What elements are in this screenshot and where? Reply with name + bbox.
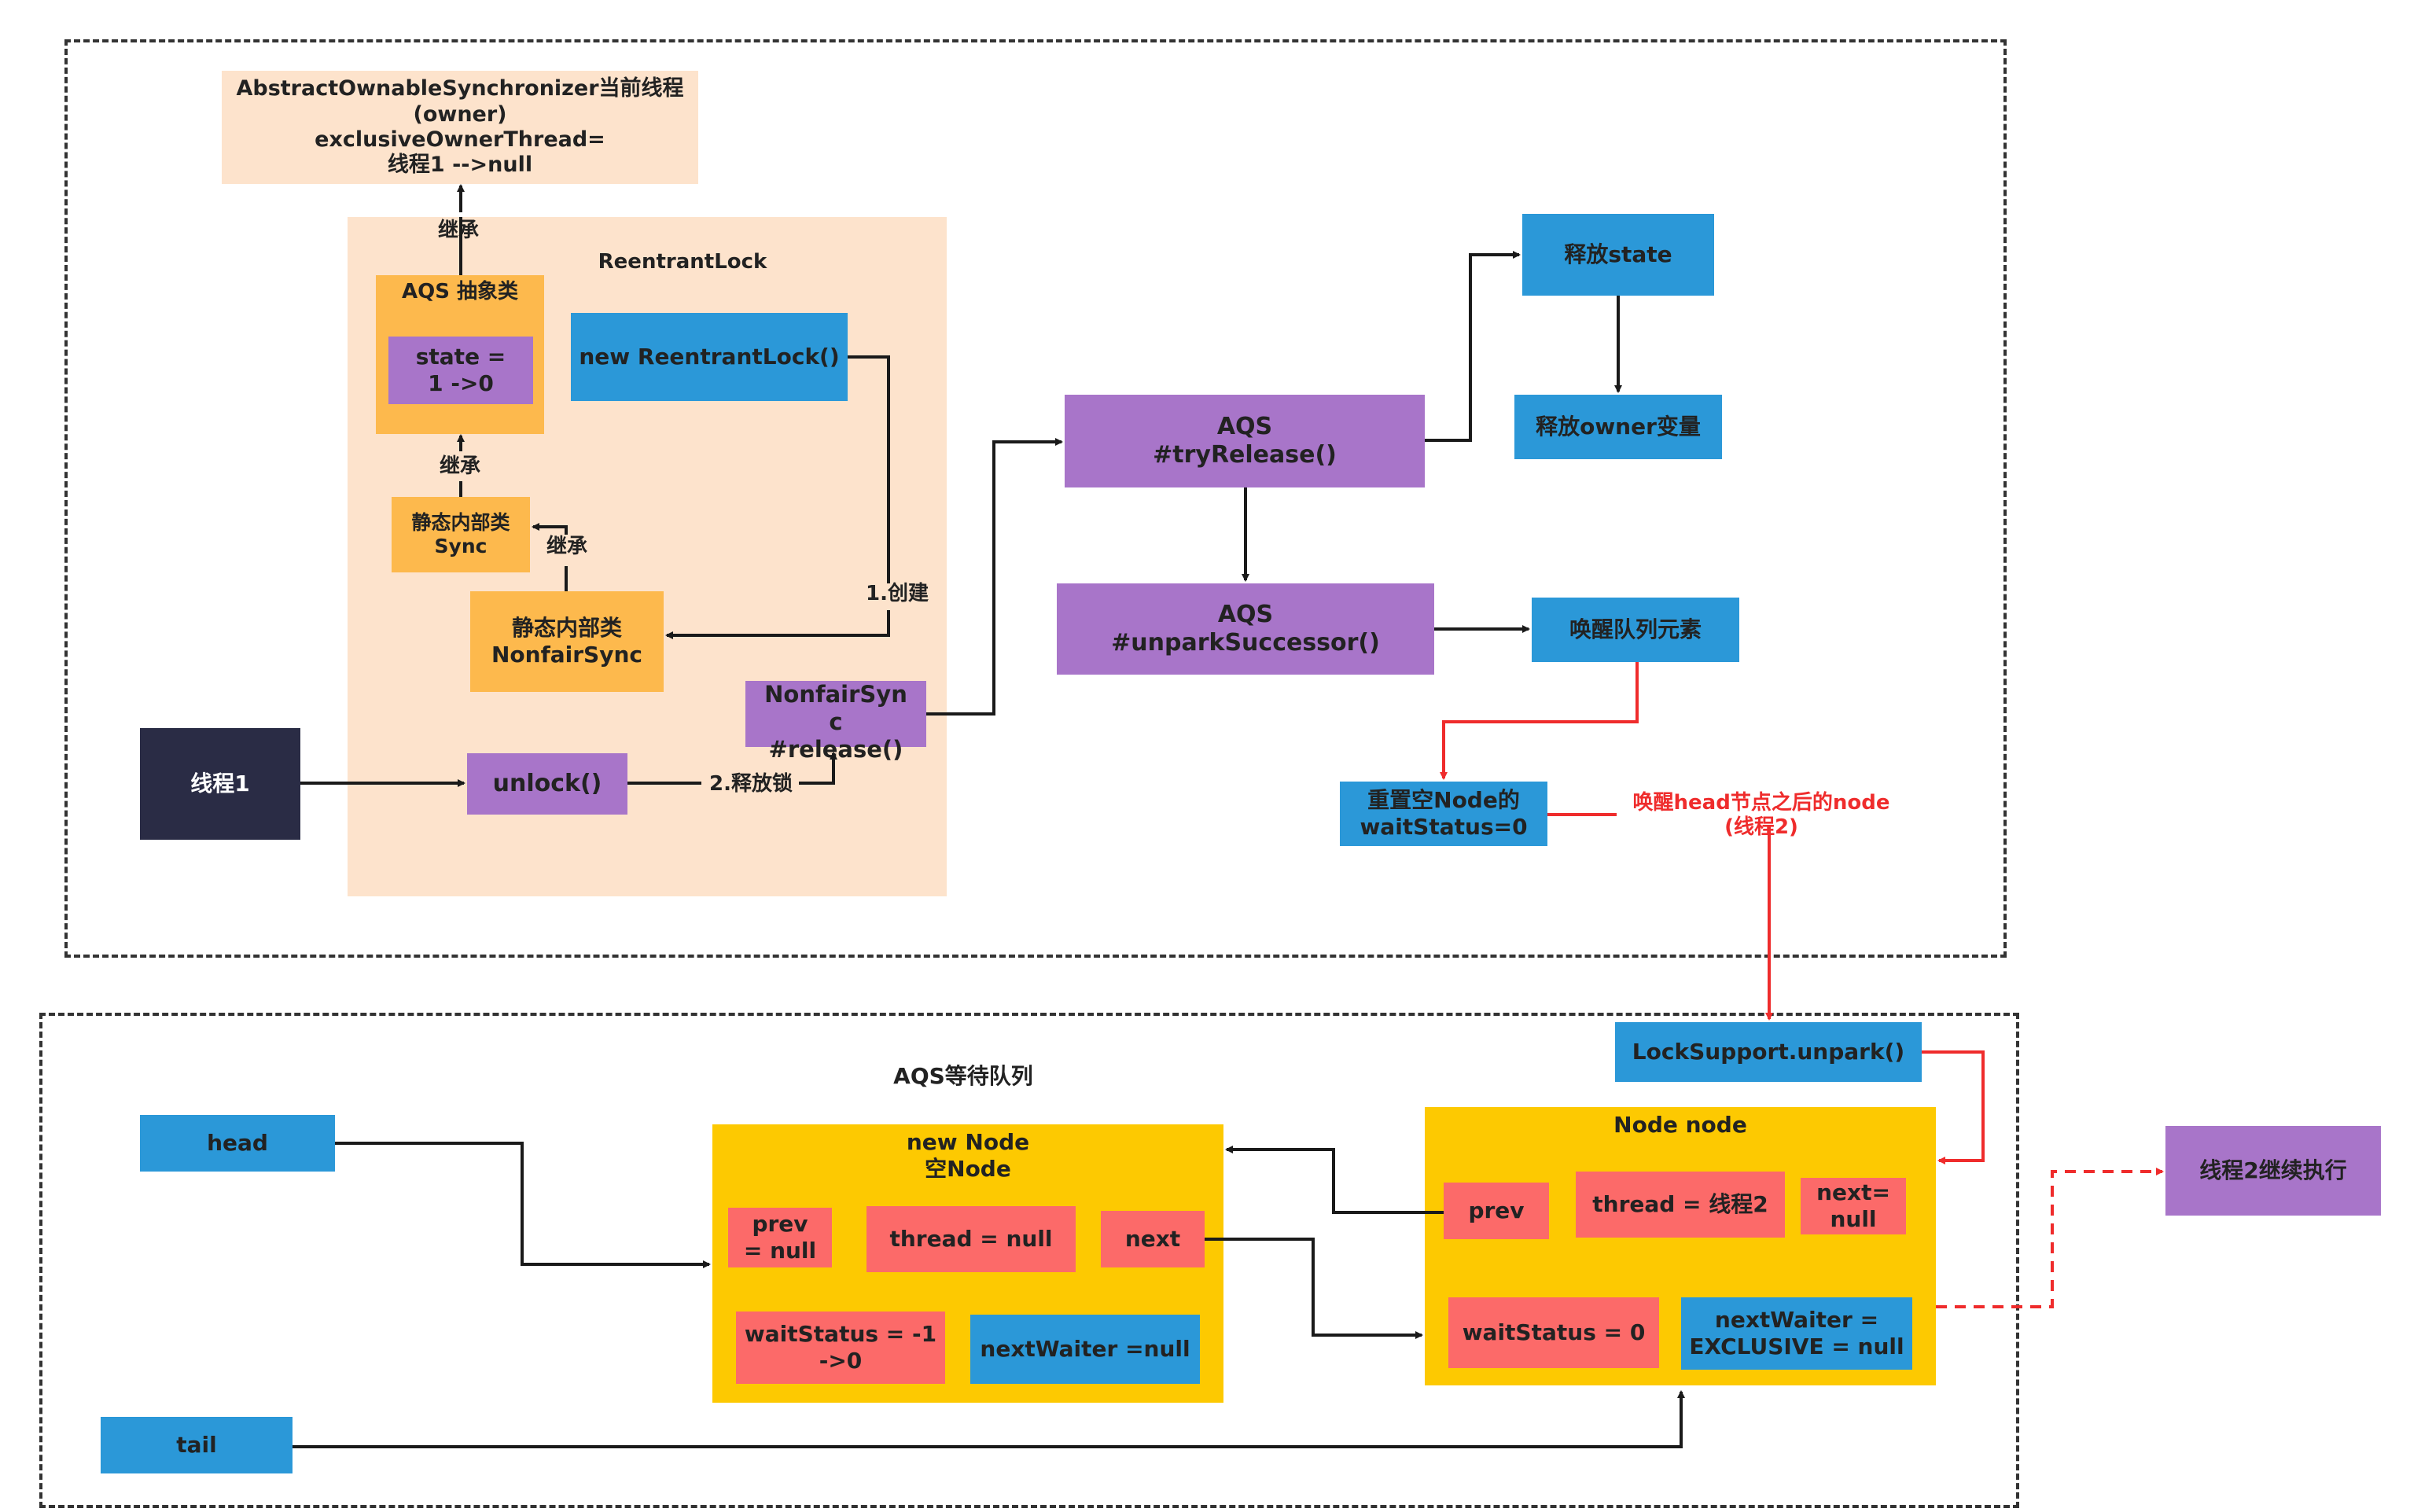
arrow-node-to-thread2 — [1936, 1168, 2164, 1308]
wake-queue: 唤醒队列元素 — [1532, 598, 1739, 662]
reset-wait-status: 重置空Node的 waitStatus=0 — [1340, 782, 1547, 846]
thread1-box: 线程1 — [140, 728, 300, 840]
wake-after-head-label: 唤醒head节点之后的node (线程2) — [1632, 791, 1890, 840]
owner-box: AbstractOwnableSynchronizer当前线程 (owner) … — [222, 71, 698, 184]
arrow-nonfair-to-sync — [533, 527, 568, 591]
arrow-release-try-release — [926, 438, 1063, 716]
release-lock-label: 2.释放锁 — [709, 772, 793, 796]
sync-class: 静态内部类 Sync — [392, 497, 530, 572]
reentrant-lock-label: ReentrantLock — [598, 250, 767, 274]
arrow-next-to-node — [1205, 1238, 1423, 1339]
release-owner: 释放owner变量 — [1514, 395, 1722, 459]
tail-pointer: tail — [101, 1417, 293, 1473]
nonfair-sync-class: 静态内部类 NonfairSync — [470, 591, 664, 692]
unpark-successor-method: AQS #unparkSuccessor() — [1057, 583, 1434, 675]
bottom-dashed-frame — [39, 1013, 2019, 1508]
empty-node-wait-status: waitStatus = -1 ->0 — [736, 1312, 945, 1384]
thread2-node-next: next= null — [1801, 1178, 1906, 1234]
thread2-node-next-waiter: nextWaiter = EXCLUSIVE = null — [1681, 1297, 1912, 1370]
arrow-wake-to-reset — [1440, 662, 1639, 780]
empty-node-prev: prev = null — [728, 1208, 832, 1267]
arrow-try-release-state — [1425, 251, 1521, 442]
empty-node-thread: thread = null — [866, 1206, 1076, 1272]
arrow-create-nonfair — [667, 355, 890, 635]
new-reentrant-lock: new ReentrantLock() — [571, 313, 848, 401]
arrow-unpark-to-node — [1922, 1050, 1985, 1164]
lock-support-unpark: LockSupport.unpark() — [1615, 1022, 1922, 1082]
head-pointer: head — [140, 1115, 335, 1172]
thread2-node-prev: prev — [1444, 1183, 1549, 1239]
release-state: 释放state — [1522, 214, 1714, 296]
unlock-method: unlock() — [467, 753, 627, 815]
arrow-head-empty-node — [335, 1142, 711, 1268]
arrow-unlock-release — [627, 753, 833, 785]
inherit-label-nonfair: 继承 — [546, 535, 587, 558]
try-release-method: AQS #tryRelease() — [1065, 395, 1425, 487]
arrow-reset-to-unpark — [1547, 813, 1769, 1019]
empty-node-next: next — [1101, 1211, 1205, 1267]
thread2-continue: 线程2继续执行 — [2165, 1126, 2381, 1216]
arrow-prev-to-empty-node — [1225, 1146, 1444, 1214]
inherit-label-sync: 继承 — [439, 454, 480, 478]
top-dashed-frame — [64, 39, 2007, 958]
empty-node-next-waiter: nextWaiter =null — [970, 1315, 1200, 1384]
create-label: 1.创建 — [866, 582, 929, 605]
thread2-node-wait-status: waitStatus = 0 — [1448, 1297, 1659, 1368]
arrow-tail-to-node — [293, 1390, 1685, 1448]
thread2-node-thread: thread = 线程2 — [1576, 1172, 1785, 1238]
inherit-label-owner: 继承 — [437, 219, 479, 242]
aqs-queue-title: AQS等待队列 — [893, 1063, 1033, 1089]
state-field: state = 1 ->0 — [388, 337, 533, 404]
